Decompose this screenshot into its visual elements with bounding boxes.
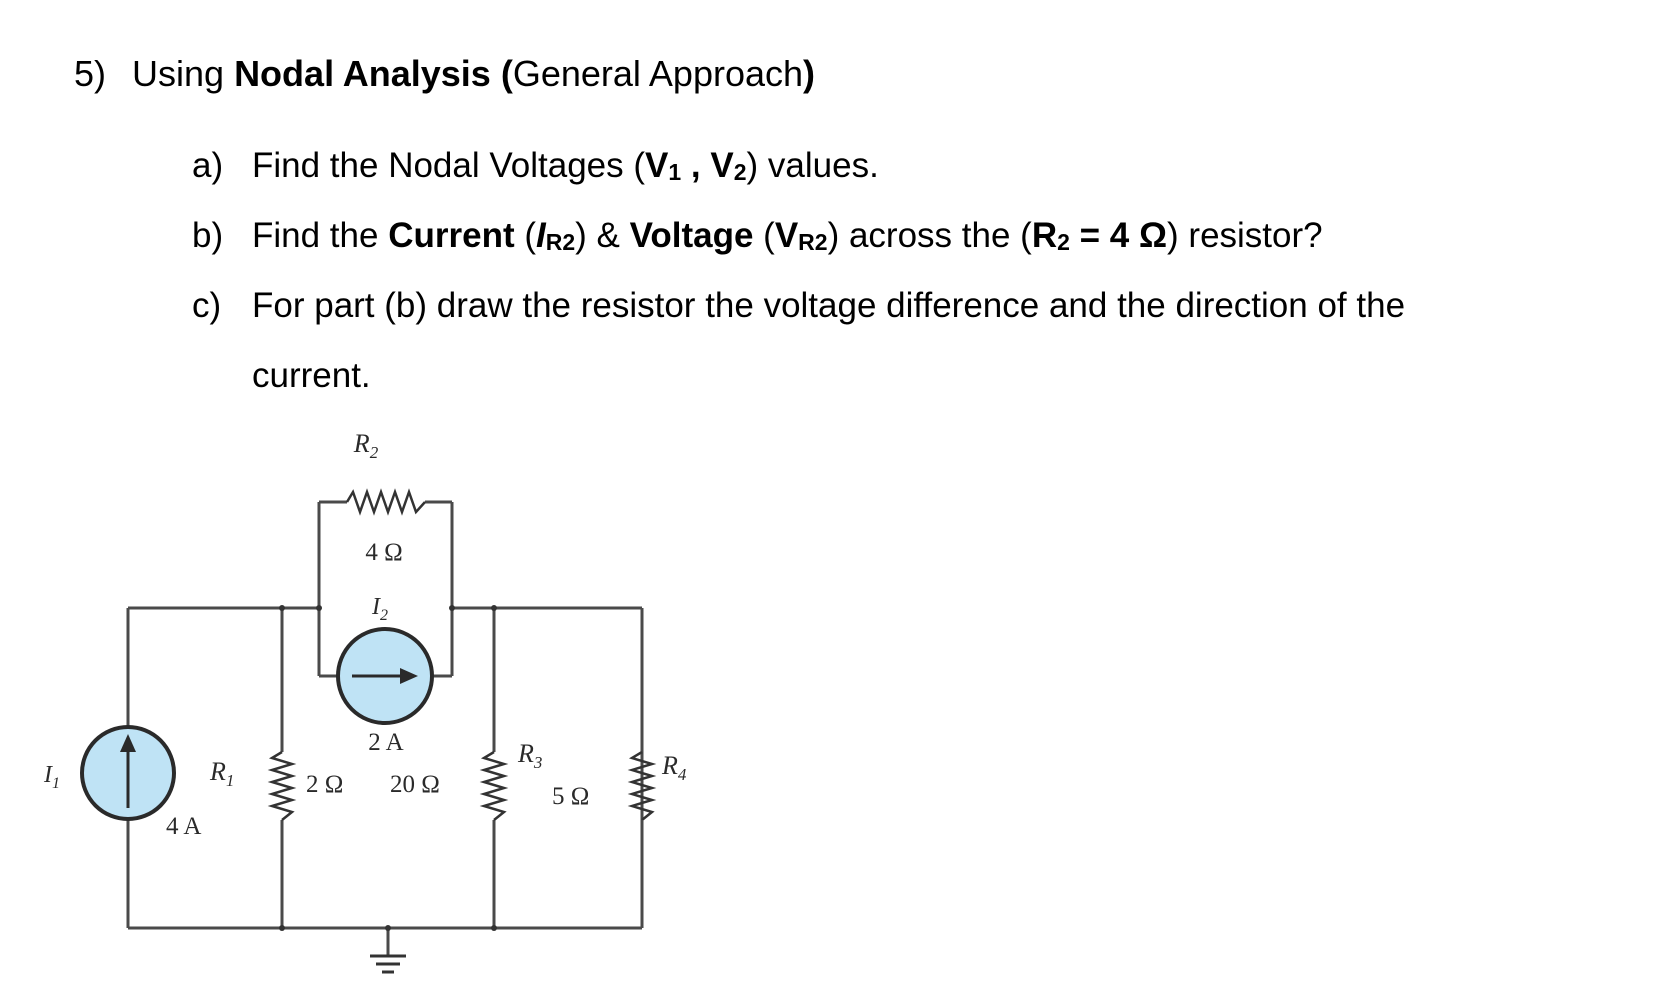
i-letter: I	[536, 216, 546, 255]
i1-label: I1	[43, 762, 60, 792]
item-b-t6: ) resistor?	[1167, 216, 1323, 255]
r2-value-label: 4 Ω	[365, 539, 402, 566]
item-b-t2: (	[514, 216, 536, 255]
question-method: Nodal Analysis	[234, 53, 491, 94]
item-b-t4: (	[753, 216, 775, 255]
item-a-t2: ) values.	[746, 146, 879, 185]
circuit-diagram: R2 4 Ω I2 2 A I1 4 A R1 2 Ω 20 Ω R3 5 Ω …	[43, 429, 687, 974]
r2-resistor-symbol	[345, 488, 426, 516]
v1-letter: V	[645, 146, 669, 185]
question-prefix: Using	[132, 53, 225, 94]
item-b-t5: ) across the (	[827, 216, 1032, 255]
item-b-t3: ) &	[575, 216, 630, 255]
r1-label: R1	[209, 757, 234, 790]
item-a-comma: ,	[681, 146, 711, 185]
close-paren: )	[803, 53, 816, 94]
ground-symbol	[370, 954, 406, 974]
item-a-text: Find the Nodal Voltages (V1 , V2) values…	[252, 144, 879, 194]
v1-symbol: V1	[645, 146, 681, 185]
open-paren: (	[500, 53, 513, 94]
r-letter: R	[1031, 216, 1058, 255]
r4-resistor-symbol	[627, 750, 657, 821]
question-title: 5) Using Nodal Analysis (General Approach…	[74, 52, 815, 96]
i2-label: I2	[371, 594, 388, 624]
item-a-t1: Find the Nodal Voltages (	[252, 146, 646, 185]
r3-resistor-symbol	[479, 750, 509, 821]
source-i2	[336, 627, 434, 725]
r1-value-label: 2 Ω	[306, 771, 343, 798]
i1-value-label: 4 A	[166, 813, 201, 840]
item-b-label: b)	[192, 216, 224, 255]
v2-sub: 2	[733, 159, 747, 185]
r2-label: R2	[353, 429, 379, 462]
v-sub: R2	[798, 229, 828, 255]
r4-label: R4	[661, 751, 687, 784]
r1-resistor-symbol	[267, 750, 297, 821]
item-c-label: c)	[192, 286, 222, 325]
source-i1	[80, 725, 176, 821]
i2-value-label: 2 A	[368, 729, 403, 756]
item-b-t1: Find the	[252, 216, 389, 255]
question-number: 5)	[74, 53, 107, 94]
v2-symbol: V2	[710, 146, 746, 185]
voltage-word: Voltage	[629, 216, 754, 255]
item-a: a) Find the Nodal Voltages (V1 , V2) val…	[192, 144, 879, 188]
item-b: b) Find the Current (IR2) & Voltage (VR2…	[192, 214, 1323, 258]
question-approach: General Approach	[512, 53, 804, 94]
i-sub: R2	[545, 229, 576, 255]
v1-sub: 1	[668, 159, 682, 185]
item-c: c) For part (b) draw the resistor the vo…	[192, 284, 1405, 328]
r-value: = 4 Ω	[1069, 216, 1168, 255]
v2-letter: V	[710, 146, 734, 185]
item-c-line1: For part (b) draw the resistor the volta…	[252, 286, 1406, 325]
r-sub: 2	[1057, 229, 1070, 255]
junction-dots	[279, 605, 497, 931]
current-word: Current	[388, 216, 515, 255]
item-b-text: Find the Current (IR2) & Voltage (VR2) a…	[252, 214, 1323, 264]
r3-value-label: 20 Ω	[390, 771, 440, 798]
r3-label: R3	[517, 739, 542, 772]
item-a-label: a)	[192, 146, 224, 185]
item-c-line2: current.	[252, 356, 371, 395]
v-letter: V	[774, 216, 799, 255]
r4-value-label: 5 Ω	[552, 783, 589, 810]
